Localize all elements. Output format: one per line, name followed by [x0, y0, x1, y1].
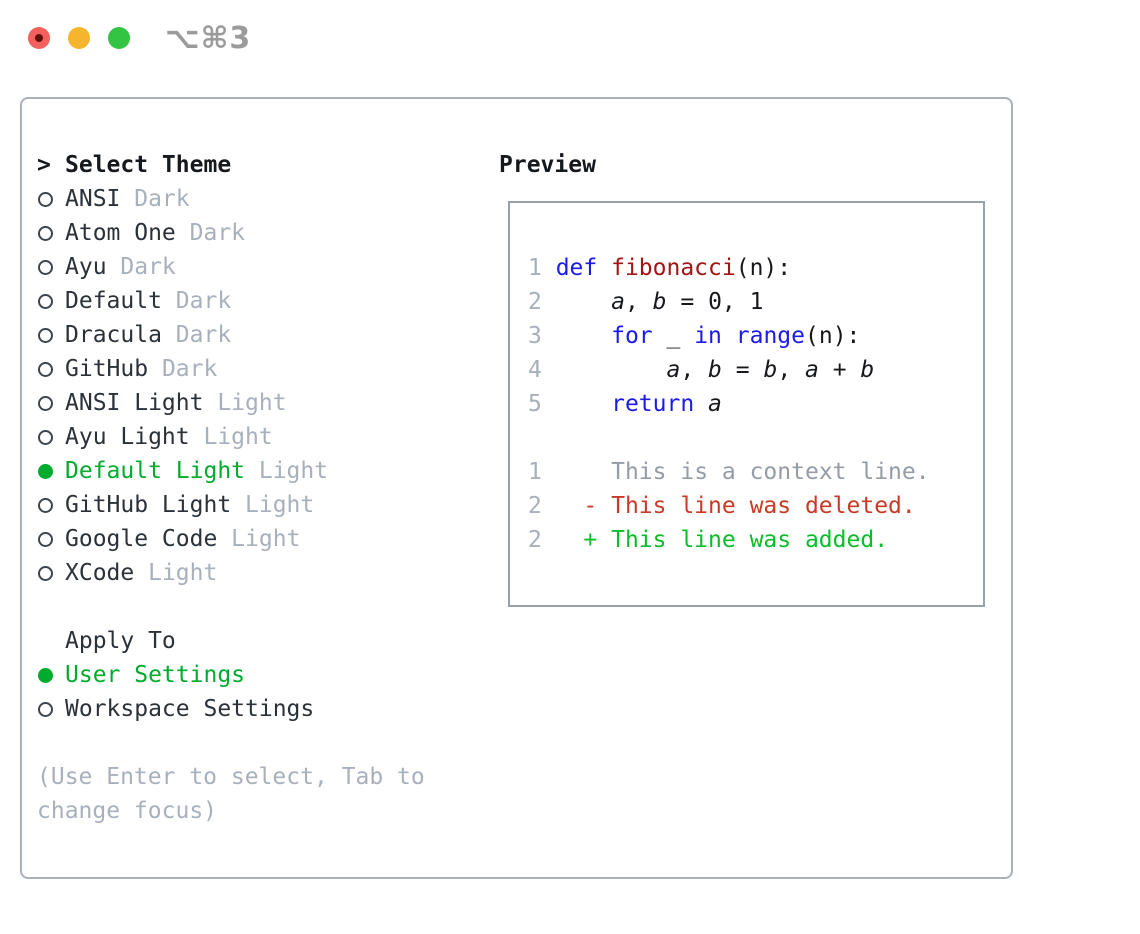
theme-option-xcode[interactable]: XCode Light — [37, 556, 492, 590]
theme-variant-label: Light — [217, 526, 301, 552]
apply-option-user-settings[interactable]: User Settings — [37, 658, 492, 692]
apply-option-label: Workspace Settings — [65, 696, 315, 722]
preview-line: 3 for _ in range(n): — [528, 323, 861, 349]
theme-option-default[interactable]: Default Dark — [37, 284, 492, 318]
theme-option-ayu[interactable]: Ayu Dark — [37, 250, 492, 284]
radio-icon — [38, 191, 53, 207]
theme-option-ansi[interactable]: ANSI Dark — [37, 182, 492, 216]
focus-caret-icon: > — [37, 152, 51, 178]
radio-icon — [38, 701, 53, 717]
preview-line: 2 + This line was added. — [528, 527, 889, 553]
theme-option-dracula[interactable]: Dracula Dark — [37, 318, 492, 352]
select-theme-header: > Select Theme — [37, 148, 492, 182]
theme-option-label: Default Light — [65, 458, 246, 484]
theme-option-label: Ayu Light — [65, 424, 190, 450]
radio-icon — [38, 497, 53, 513]
preview-line: 5 return a — [528, 391, 722, 417]
preview-box: 1 def fibonacci(n): 2 a, b = 0, 1 3 for _ … — [508, 201, 985, 607]
preview-line: 2 a, b = 0, 1 — [528, 289, 764, 315]
preview-line: 4 a, b = b, a + b — [528, 357, 875, 383]
minimize-button[interactable] — [68, 27, 90, 49]
theme-option-label: Google Code — [65, 526, 218, 552]
apply-to-title: Apply To — [65, 628, 176, 654]
preview-code: 1 def fibonacci(n): 2 a, b = 0, 1 3 for _ … — [510, 203, 983, 557]
radio-icon — [38, 429, 53, 445]
theme-variant-label: Light — [134, 560, 218, 586]
spacer-row — [37, 726, 492, 760]
select-theme-title: Select Theme — [65, 152, 232, 178]
window-title-shortcut: ⌥⌘3 — [165, 21, 252, 56]
theme-option-ansi-light[interactable]: ANSI Light Light — [37, 386, 492, 420]
preview-line — [528, 421, 983, 455]
theme-variant-label: Dark — [106, 254, 176, 280]
theme-option-label: Atom One — [65, 220, 176, 246]
radio-icon — [38, 259, 53, 275]
preview-line: 2 - This line was deleted. — [528, 493, 916, 519]
theme-option-github-light[interactable]: GitHub Light Light — [37, 488, 492, 522]
radio-icon — [38, 225, 53, 241]
radio-icon — [38, 565, 53, 581]
theme-variant-label: Dark — [148, 356, 218, 382]
theme-variant-label: Dark — [175, 220, 246, 246]
preview-line: 1 def fibonacci(n): — [528, 255, 792, 281]
theme-option-label: GitHub — [65, 356, 149, 382]
theme-variant-label: Dark — [120, 186, 190, 212]
theme-variant-label: Light — [231, 492, 315, 518]
theme-option-label: Dracula — [65, 322, 162, 348]
theme-option-default-light[interactable]: Default Light Light — [37, 454, 492, 488]
close-button[interactable] — [28, 27, 50, 49]
theme-variant-label: Dark — [161, 288, 232, 314]
theme-option-label: GitHub Light — [65, 492, 232, 518]
hint-text: (Use Enter to select, Tab to change focu… — [37, 764, 425, 824]
theme-option-atom-one[interactable]: Atom One Dark — [37, 216, 492, 250]
radio-icon — [38, 327, 53, 343]
theme-variant-label: Dark — [161, 322, 232, 348]
radio-icon — [38, 293, 53, 309]
spacer-row — [37, 590, 492, 624]
radio-icon — [38, 531, 53, 547]
unsaved-dot-icon — [35, 34, 43, 42]
radio-selected-icon — [38, 667, 53, 683]
theme-variant-label: Light — [245, 458, 329, 484]
radio-selected-icon — [38, 463, 53, 479]
preview-header: Preview — [499, 148, 596, 182]
radio-icon — [38, 361, 53, 377]
radio-icon — [38, 395, 53, 411]
theme-option-label: ANSI — [65, 186, 121, 212]
preview-line: 1 This is a context line. — [528, 459, 930, 485]
theme-option-github[interactable]: GitHub Dark — [37, 352, 492, 386]
theme-option-label: ANSI Light — [65, 390, 204, 416]
theme-option-ayu-light[interactable]: Ayu Light Light — [37, 420, 492, 454]
apply-to-header: Apply To — [37, 624, 492, 658]
theme-option-label: Ayu — [65, 254, 107, 280]
theme-option-label: XCode — [65, 560, 135, 586]
theme-option-label: Default — [65, 288, 162, 314]
apply-option-workspace-settings[interactable]: Workspace Settings — [37, 692, 492, 726]
apply-option-label: User Settings — [65, 662, 246, 688]
maximize-button[interactable] — [108, 27, 130, 49]
theme-option-google-code[interactable]: Google Code Light — [37, 522, 492, 556]
theme-variant-label: Light — [189, 424, 273, 450]
theme-variant-label: Light — [203, 390, 287, 416]
preview-title: Preview — [499, 152, 596, 178]
